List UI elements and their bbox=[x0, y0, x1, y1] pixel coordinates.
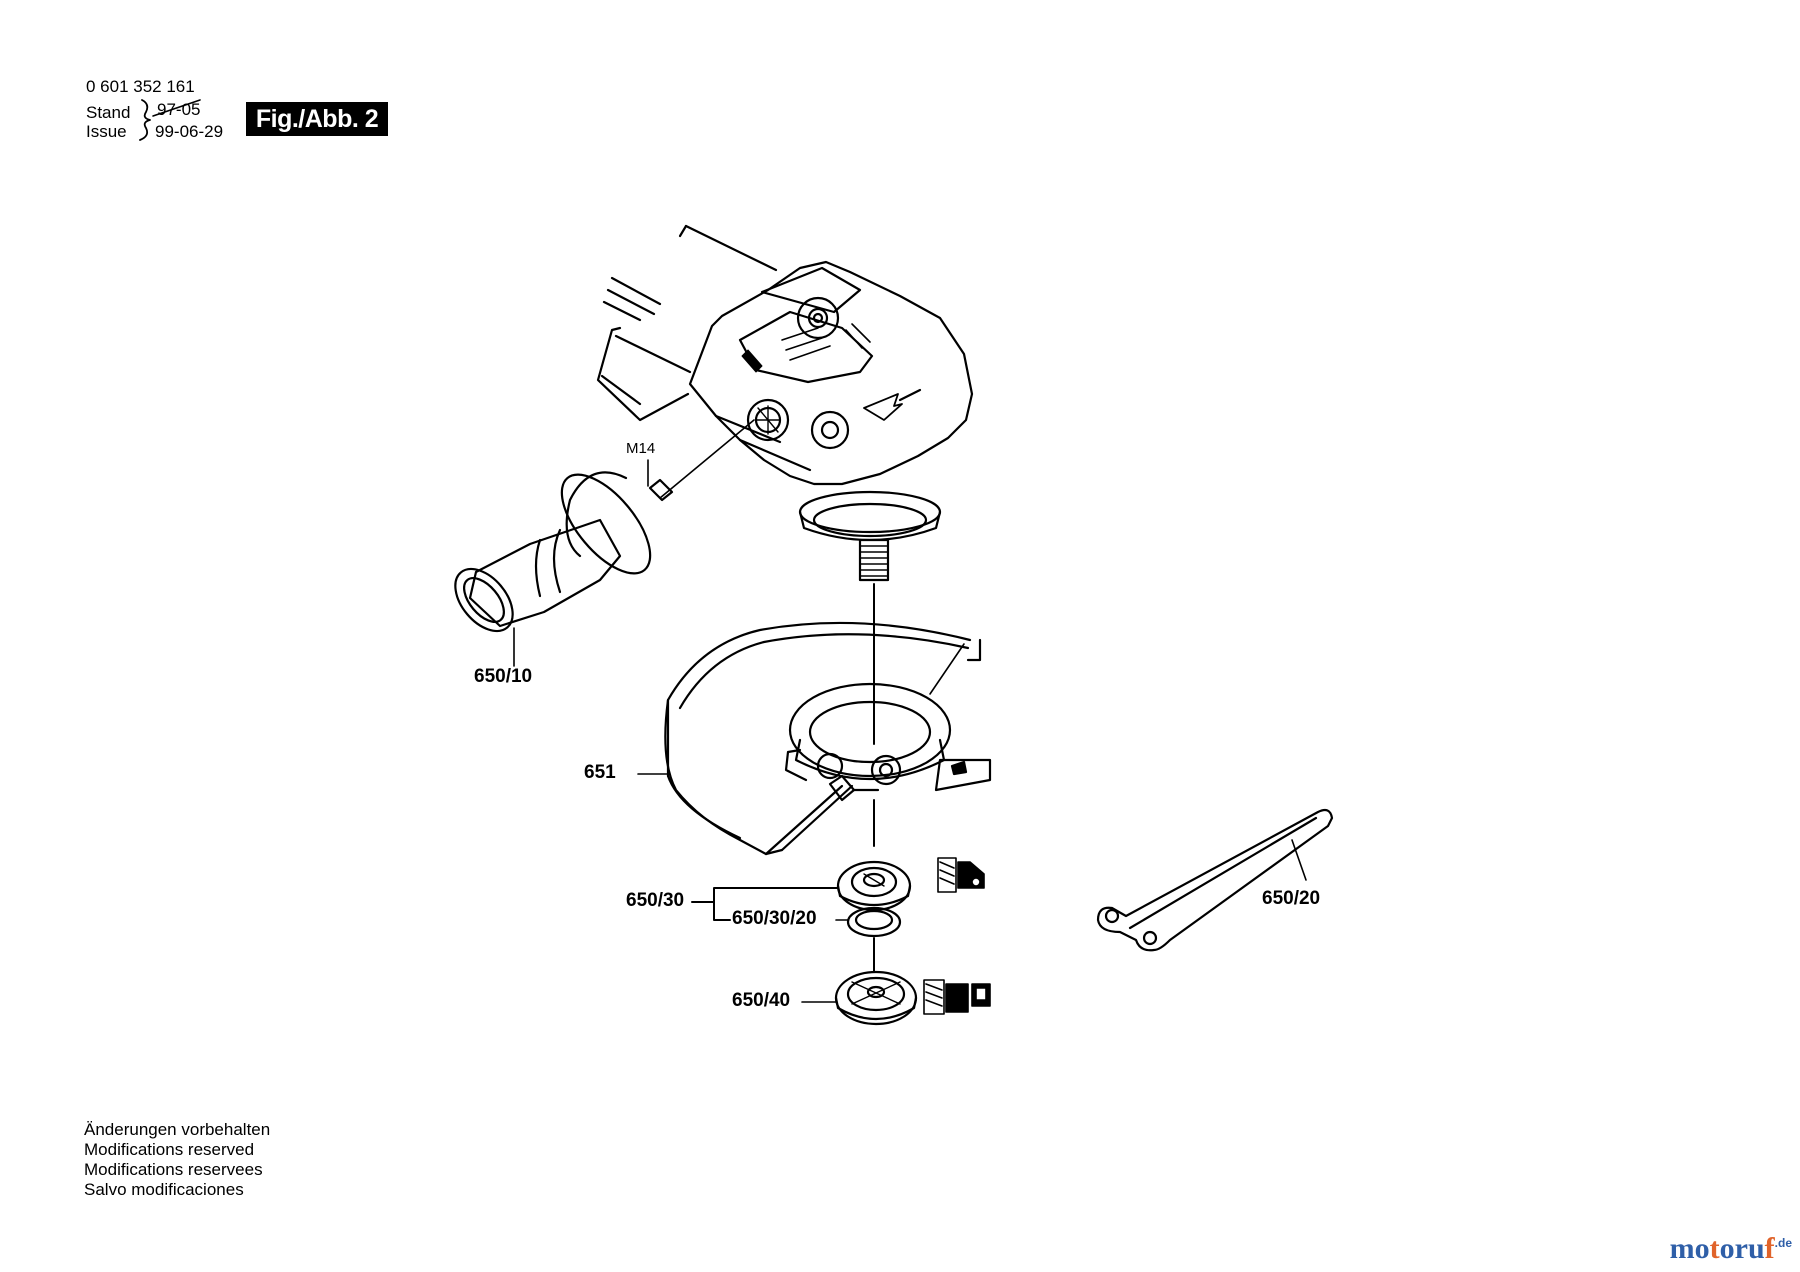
note-es: Salvo modificaciones bbox=[84, 1180, 244, 1199]
nut-fit-symbol bbox=[923, 979, 991, 1015]
callout-guard: 651 bbox=[584, 762, 616, 783]
callout-spanner: 650/20 bbox=[1262, 888, 1321, 909]
watermark-letter: o bbox=[1719, 1232, 1735, 1265]
auxiliary-handle bbox=[454, 419, 755, 667]
note-en: Modifications reserved bbox=[84, 1140, 255, 1159]
figure-label: Fig./Abb. 2 bbox=[246, 102, 388, 136]
o-ring bbox=[835, 906, 902, 938]
thread-size-label: M14 bbox=[626, 440, 656, 457]
watermark-letter: o bbox=[1694, 1232, 1710, 1265]
watermark-letter: r bbox=[1734, 1232, 1748, 1265]
stand-date: 97-05 bbox=[157, 100, 201, 119]
issue-label: Issue bbox=[86, 122, 127, 141]
note-fr: Modifications reservees bbox=[84, 1160, 263, 1179]
flange-fit-symbol bbox=[937, 857, 985, 893]
watermark-letter: f bbox=[1764, 1232, 1775, 1265]
watermark-letter: t bbox=[1709, 1232, 1720, 1265]
watermark-logo: motoruf.de bbox=[1670, 1232, 1792, 1266]
stand-label: Stand bbox=[86, 103, 131, 122]
part-number: 0 601 352 161 bbox=[86, 77, 195, 96]
watermark-suffix: .de bbox=[1774, 1236, 1792, 1250]
watermark-letter: m bbox=[1669, 1232, 1695, 1265]
clamp-nut bbox=[801, 970, 918, 1026]
header-brace bbox=[139, 99, 201, 141]
callout-o-ring: 650/30/20 bbox=[732, 908, 817, 929]
grinder-body bbox=[596, 224, 974, 582]
callout-flange: 650/30 bbox=[626, 890, 685, 911]
note-de: Änderungen vorbehalten bbox=[84, 1120, 271, 1139]
callout-clamp-nut: 650/40 bbox=[732, 990, 791, 1011]
callout-handle: 650/10 bbox=[474, 666, 533, 687]
two-pin-spanner bbox=[1096, 808, 1334, 952]
watermark-letter: u bbox=[1747, 1232, 1765, 1265]
wheel-guard bbox=[637, 621, 992, 856]
issue-date: 99-06-29 bbox=[155, 122, 224, 141]
